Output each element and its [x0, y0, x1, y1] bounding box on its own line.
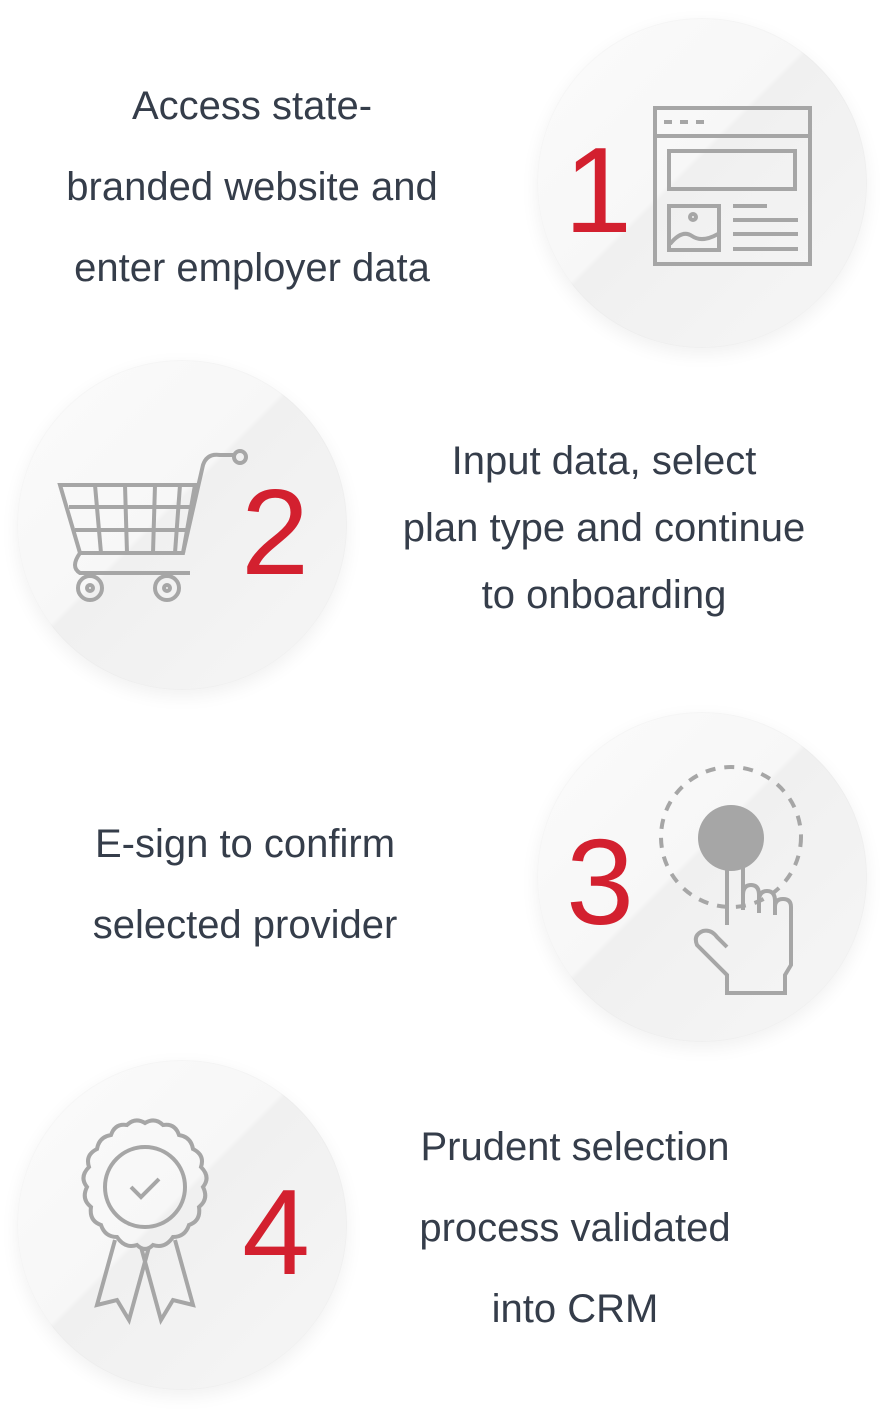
step-3-text: E-sign to confirm selected provider [93, 804, 398, 966]
step-1-number: 1 [564, 122, 632, 258]
step-1-line: branded website and [66, 165, 438, 209]
step-1-line: Access state- [131, 84, 373, 128]
award-ribbon-icon [81, 1118, 209, 1326]
step-2-text: Input data, select plan type and continu… [403, 428, 806, 629]
step-4-line: process validated [419, 1206, 731, 1250]
step-3-circle [537, 712, 867, 1042]
step-3-line: E-sign to confirm [94, 822, 396, 866]
step-4-line: into CRM [491, 1287, 659, 1331]
step-2-line: plan type and continue [402, 506, 806, 550]
step-3-number: 3 [566, 814, 634, 950]
step-3-line: selected provider [92, 903, 398, 947]
website-icon [653, 106, 812, 266]
shopping-cart-icon [57, 449, 248, 602]
step-2-line: Input data, select [451, 439, 757, 483]
tap-finger-icon [659, 765, 803, 995]
step-4-line: Prudent selection [420, 1125, 730, 1169]
step-4-number: 4 [242, 1164, 310, 1300]
step-1-text: Access state- branded website and enter … [66, 66, 437, 309]
step-4-circle [17, 1060, 347, 1390]
step-2-number: 2 [241, 464, 309, 600]
step-2-line: to onboarding [481, 573, 727, 617]
step-1-line: enter employer data [74, 246, 430, 290]
step-4-text: Prudent selection process validated into… [419, 1107, 730, 1350]
